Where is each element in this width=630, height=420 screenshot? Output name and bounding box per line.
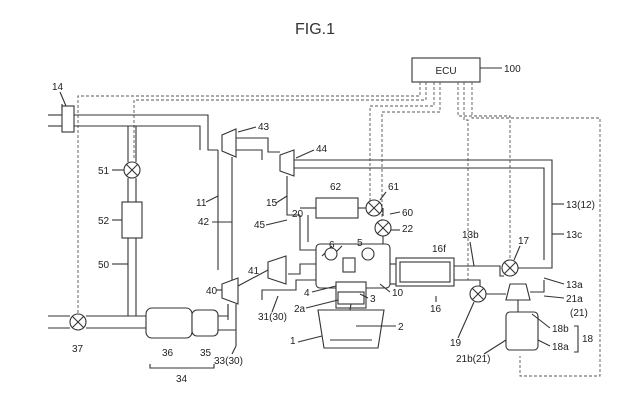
ecu-unit: ECU 100 [412, 58, 521, 82]
ref-6: 6 [329, 240, 335, 251]
ref-11: 11 [196, 198, 207, 209]
catalyst-36 [146, 308, 192, 338]
valve-17: 17 [502, 236, 544, 276]
ref-43: 43 [258, 122, 270, 133]
ref-14: 14 [52, 82, 64, 93]
turbine-40: 40 [206, 270, 268, 304]
ref-52: 52 [98, 216, 110, 227]
ref-22: 22 [402, 224, 414, 235]
ref-18a: 18a [552, 342, 569, 353]
ref-31-30: 31(30) [258, 312, 287, 323]
signal-line-to-19 [464, 82, 468, 280]
ref-2a: 2a [294, 304, 306, 315]
crankcase [318, 310, 384, 348]
ref-18b: 18b [552, 324, 569, 335]
intake-pipe-to-44-lower [236, 150, 262, 160]
tailpipe: 37 [48, 314, 146, 355]
ref-18: 18 [582, 334, 594, 345]
ref-13b: 13b [462, 230, 479, 241]
ref-40: 40 [206, 286, 218, 297]
ref-61: 61 [388, 182, 400, 193]
ref-10: 10 [392, 288, 404, 299]
ref-13-12: 13(12) [566, 200, 595, 211]
ref-62: 62 [330, 182, 342, 193]
low-pressure-egr: 51 52 50 [98, 126, 142, 316]
filter-35 [192, 310, 218, 336]
ref-35: 35 [200, 348, 212, 359]
intake-pipe-upper [74, 115, 218, 150]
ref-17: 17 [518, 236, 530, 247]
ref-45: 45 [254, 220, 266, 231]
ref-37: 37 [72, 344, 84, 355]
injector [343, 258, 355, 272]
ref-21b-21: 21b(21) [456, 354, 490, 365]
ref-1: 1 [290, 336, 296, 347]
ref-5: 5 [357, 238, 363, 249]
ecu-label: ECU [435, 66, 456, 77]
ref-20: 20 [292, 209, 304, 220]
figure-title: FIG.1 [295, 21, 335, 38]
exhaust-cam-icon [362, 248, 374, 260]
egr-cooler-52 [122, 202, 142, 238]
signal-line-to-61 [370, 82, 434, 210]
ref-50: 50 [98, 260, 110, 271]
ref-13c: 13c [566, 230, 582, 241]
ref-60: 60 [402, 208, 414, 219]
ref-36: 36 [162, 348, 174, 359]
engine-block: 6 5 4 2a 3 10 2 1 [290, 238, 404, 348]
part-18a [506, 312, 538, 350]
ref-2: 2 [398, 322, 404, 333]
ref-42: 42 [198, 217, 210, 228]
exhaust-right-section: 16f 16 [390, 244, 504, 315]
ecu-ref: 100 [504, 64, 521, 75]
air-flow-meter [62, 106, 74, 132]
ref-16: 16 [430, 304, 442, 315]
ref-21a: 21a [566, 294, 583, 305]
intake-inlet: 14 [48, 82, 74, 132]
ref-33-30: 33(30) [214, 356, 243, 367]
ref-4: 4 [304, 288, 310, 299]
exhaust-aftertreatment: 36 35 34 [146, 304, 236, 385]
part-18b [506, 284, 530, 300]
ref-16f: 16f [432, 244, 446, 255]
ref-44: 44 [316, 144, 328, 155]
ref-21: (21) [570, 308, 588, 319]
egr-cooler-62 [316, 198, 358, 218]
ref-13a: 13a [566, 280, 583, 291]
ref-15: 15 [266, 198, 278, 209]
intake-pipe-lower [74, 126, 200, 150]
ref-19: 19 [450, 338, 462, 349]
ref-51: 51 [98, 166, 110, 177]
egr-cooler-assembly: 62 61 60 22 [300, 182, 414, 246]
ref-3: 3 [370, 294, 376, 305]
exhaust-manifold-upper [288, 264, 316, 274]
signal-line-to-22 [382, 82, 440, 228]
ref-34: 34 [176, 374, 188, 385]
valve-19: 19 [450, 286, 506, 349]
